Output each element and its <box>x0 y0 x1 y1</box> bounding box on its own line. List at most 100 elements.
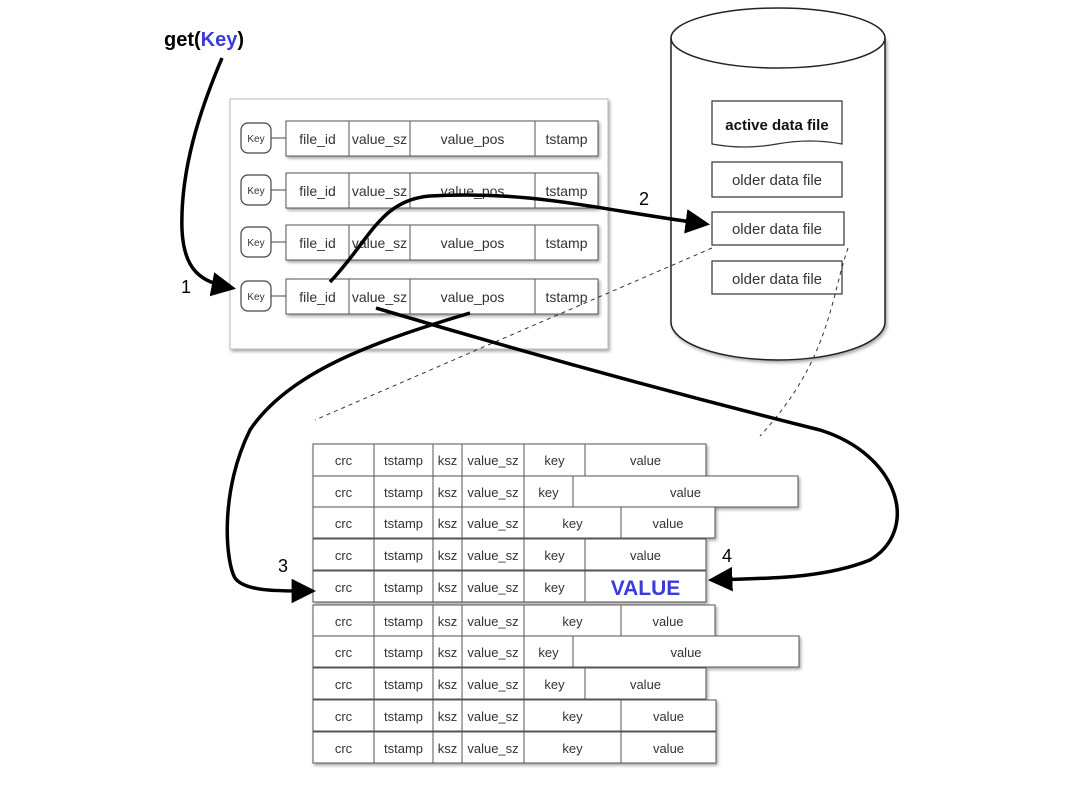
step-3-label: 3 <box>278 556 288 576</box>
keydir-field: value_pos <box>441 131 505 147</box>
data-field: tstamp <box>384 709 423 724</box>
data-field: key <box>562 614 583 629</box>
data-record <box>312 570 707 603</box>
data-record <box>312 699 717 732</box>
data-record <box>312 604 716 637</box>
keydir-field: value_sz <box>352 183 407 199</box>
data-record-row: crc tstamp ksz value_sz key value <box>312 506 716 539</box>
arrow-4 <box>375 306 899 592</box>
data-record <box>312 667 707 700</box>
active-data-file: active data file <box>711 100 843 148</box>
keydir-key-label: Key <box>247 186 264 197</box>
data-field: key <box>562 741 583 756</box>
data-field: crc <box>335 677 353 692</box>
data-field: value_sz <box>467 516 518 531</box>
data-field: value_sz <box>467 548 518 563</box>
keydir-key-label: Key <box>247 292 264 303</box>
keydir-field: file_id <box>299 289 336 305</box>
keydir-key-label: Key <box>247 134 264 145</box>
data-field: value <box>630 548 661 563</box>
data-field: key <box>544 677 565 692</box>
data-field: crc <box>335 580 353 595</box>
keydir-field: file_id <box>299 131 336 147</box>
arrow-2 <box>328 193 711 284</box>
data-field: crc <box>335 709 353 724</box>
data-field: crc <box>335 645 353 660</box>
data-field: crc <box>335 614 353 629</box>
data-record <box>312 475 799 508</box>
data-record <box>312 731 717 764</box>
data-field: ksz <box>438 741 458 756</box>
data-record <box>312 538 707 571</box>
data-field: value <box>652 614 683 629</box>
keydir-field: value_pos <box>441 235 505 251</box>
data-field: value_sz <box>467 741 518 756</box>
data-field: ksz <box>438 453 458 468</box>
data-field: key <box>544 453 565 468</box>
data-field: tstamp <box>384 548 423 563</box>
data-field: value_sz <box>467 677 518 692</box>
data-field: crc <box>335 453 353 468</box>
data-field: value_sz <box>467 709 518 724</box>
data-field: key <box>538 485 559 500</box>
data-field: ksz <box>438 645 458 660</box>
older-data-file-3-label: older data file <box>732 271 822 288</box>
data-field: value_sz <box>467 453 518 468</box>
data-field: value_sz <box>467 645 518 660</box>
data-field: value <box>652 516 683 531</box>
data-field: crc <box>335 485 353 500</box>
data-field: value_sz <box>467 614 518 629</box>
step-2-label: 2 <box>639 189 649 209</box>
data-field: tstamp <box>384 741 423 756</box>
data-field: crc <box>335 548 353 563</box>
data-field: key <box>544 548 565 563</box>
data-field: tstamp <box>384 485 423 500</box>
arrow-1 <box>180 57 237 297</box>
keydir-field: value_pos <box>441 289 505 305</box>
data-field: key <box>562 516 583 531</box>
data-field: ksz <box>438 709 458 724</box>
data-field: key <box>544 580 565 595</box>
older-data-file-3: older data file <box>711 260 843 295</box>
zoom-lines <box>314 247 849 437</box>
data-field: key <box>562 709 583 724</box>
older-data-file-2-label: older data file <box>732 221 822 238</box>
data-field: tstamp <box>384 580 423 595</box>
data-field: crc <box>335 516 353 531</box>
data-store-cylinder: active data file older data file older d… <box>670 7 886 361</box>
data-record-row: crc tstamp ksz value_sz key value <box>312 604 716 637</box>
data-field: value <box>670 645 701 660</box>
data-field: ksz <box>438 516 458 531</box>
data-field: ksz <box>438 614 458 629</box>
data-field: ksz <box>438 580 458 595</box>
active-data-file-label: active data file <box>725 117 828 134</box>
keydir-field: tstamp <box>545 131 587 147</box>
data-field: key <box>538 645 559 660</box>
data-field: tstamp <box>384 614 423 629</box>
flow-arrows <box>180 57 899 604</box>
keydir-field: tstamp <box>545 289 587 305</box>
data-record-row: crc tstamp ksz value_sz key value <box>312 538 707 571</box>
keydir-entry <box>285 278 599 315</box>
data-record <box>312 506 716 539</box>
keydir-field: tstamp <box>545 183 587 199</box>
keydir-entry <box>285 224 599 261</box>
get-call-label: get(Key) <box>164 29 244 51</box>
data-field: ksz <box>438 548 458 563</box>
data-field: value <box>670 485 701 500</box>
older-data-file-2: older data file <box>711 211 845 246</box>
data-field: tstamp <box>384 516 423 531</box>
data-field: ksz <box>438 677 458 692</box>
data-record <box>312 635 800 668</box>
